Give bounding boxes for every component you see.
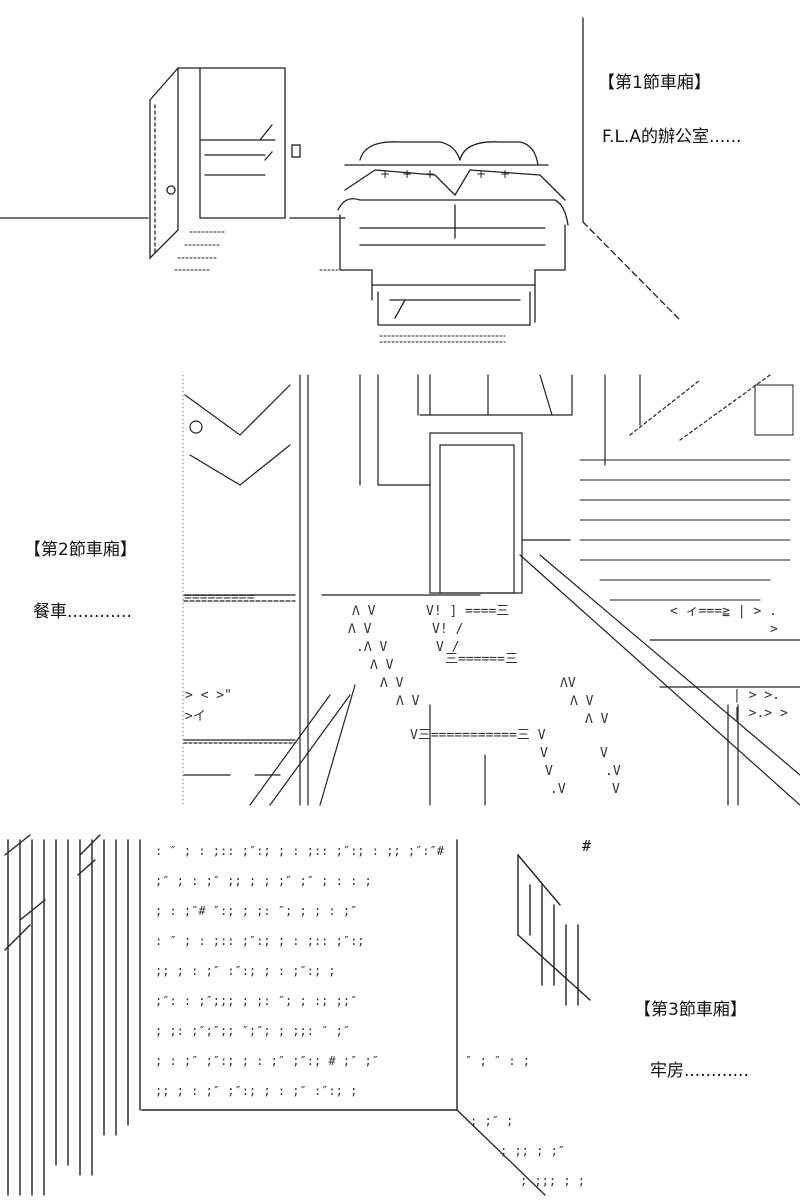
svg-text:V /: V /: [436, 640, 459, 655]
svg-text:V三===========三 V: V三===========三 V: [410, 728, 546, 743]
svg-text:Λ V: Λ V: [585, 712, 609, 727]
svg-text:;; ; : ;″ :″:; ; : ;″:;: ;; ; : ;″ :″:; ; : ;″:; ;: [155, 964, 336, 978]
car-3-title: 【第3節車廂】: [634, 1000, 747, 1020]
svg-text:Λ V: Λ V: [380, 676, 404, 691]
svg-text:V: V: [540, 746, 548, 761]
svg-text:+: +: [425, 167, 435, 181]
svg-text:.V: .V: [605, 764, 621, 779]
svg-text:Λ V: Λ V: [352, 604, 376, 619]
svg-text:; ;;; ; ;: ; ;;; ; ;: [520, 1174, 585, 1188]
dining-car-ascii-art: Λ V Λ V .Λ V Λ V Λ V Λ V V! ] V! / V / Λ…: [182, 374, 800, 806]
car-1-office-panel: + + + + + 【第1節車廂】 F.L.A的辦公室......: [0, 0, 800, 345]
car-1-title: 【第1節車廂】: [598, 73, 711, 93]
prison-cell-ascii-art: : ″ ; : ;:: ;″:; ; : ;:: ;″:; : ;; ;″:″#…: [4, 834, 591, 1196]
svg-text:>イ: >イ: [185, 709, 206, 724]
svg-text:.V: .V: [550, 782, 566, 797]
car-1-description: F.L.A的辦公室......: [602, 127, 742, 147]
svg-text:| > >.: | > >.: [733, 688, 780, 703]
svg-text:: ;″ ;: : ;″ ;: [470, 1114, 513, 1128]
svg-text:; : ;″# ″:; ; ;: ″; ;: ; : ;″# ″:; ; ;: ″; ; ; : ;″: [155, 904, 357, 918]
svg-text:V! ]: V! ]: [426, 604, 457, 619]
svg-text:V: V: [545, 764, 553, 779]
car-2-description: 餐車............: [33, 602, 132, 622]
svg-text:> < >": > < >": [185, 688, 232, 703]
car-2-title: 【第2節車廂】: [24, 540, 137, 560]
svg-text:=========: =========: [184, 590, 255, 605]
svg-text:< ィ===≧ | > .: < ィ===≧ | > .: [670, 604, 777, 619]
svg-text:″ ; ″ : ;: ″ ; ″ : ;: [465, 1054, 530, 1068]
svg-text:#: #: [582, 837, 591, 855]
svg-text:: ″ ; : ;:: ;″:; ; :: : ″ ; : ;:: ;″:; ; : ;:: ;″:; : ;; ;″:″#: [155, 844, 445, 858]
car-3-description: 牢房............: [650, 1061, 749, 1081]
svg-text:V: V: [612, 782, 620, 797]
svg-text:Λ V: Λ V: [370, 658, 394, 673]
svg-text:;″: : ;″;;; ; ;: ″; ;: ;″: : ;″;;; ; ;: ″; ; :; ;;″: [155, 994, 357, 1008]
svg-text:ΛV: ΛV: [560, 676, 576, 691]
svg-text:V! /: V! /: [432, 622, 463, 637]
office-ascii-art: + + + + +: [0, 17, 681, 343]
svg-text:+: +: [500, 167, 510, 181]
svg-text:| >.> >: | >.> >: [733, 706, 788, 721]
svg-text:.Λ V: .Λ V: [356, 640, 387, 655]
svg-text:; ;: ;″;″;; ″;″; ; ;;:: ; ;: ;″;″;; ″;″; ; ;;: ″ ;″: [155, 1024, 350, 1038]
svg-text:>: >: [770, 622, 778, 637]
svg-text:Λ V: Λ V: [570, 694, 594, 709]
svg-text:Λ V: Λ V: [348, 622, 372, 637]
svg-text:V: V: [600, 746, 608, 761]
car-2-dining-panel: Λ V Λ V .Λ V Λ V Λ V Λ V V! ] V! / V / Λ…: [0, 365, 800, 815]
svg-text:; : ;″ ;″:; ; : ;″ ;″:;: ; : ;″ ;″:; ; : ;″ ;″:; # ;″ ;″: [155, 1054, 379, 1068]
svg-text:Λ V: Λ V: [396, 694, 420, 709]
svg-text:====三: ====三: [465, 604, 509, 619]
svg-text:: ″ ; : ;:: ;″:; ; :: : ″ ; : ;:: ;″:; ; : ;:: ;″:;: [155, 934, 365, 948]
svg-text:;; ; : ;″ ;″:; ; : ;″ :″: ;; ; : ;″ ;″:; ; : ;″ :″:; ;: [155, 1084, 357, 1098]
svg-text:三======三: 三======三: [445, 652, 518, 667]
svg-text:; ;; ; ;″: ; ;; ; ;″: [500, 1144, 565, 1158]
car-3-prison-panel: : ″ ; : ;:: ;″:; ; : ;:: ;″:; : ;; ;″:″#…: [0, 825, 800, 1200]
svg-text:;″ ; : ;″ ;; ; ; ;″ ;″: ;″ ; : ;″ ;; ; ; ;″ ;″ ; : : ;: [155, 874, 372, 888]
svg-text:+: +: [402, 167, 412, 181]
svg-text:+: +: [476, 167, 486, 181]
svg-text:+: +: [380, 167, 390, 181]
